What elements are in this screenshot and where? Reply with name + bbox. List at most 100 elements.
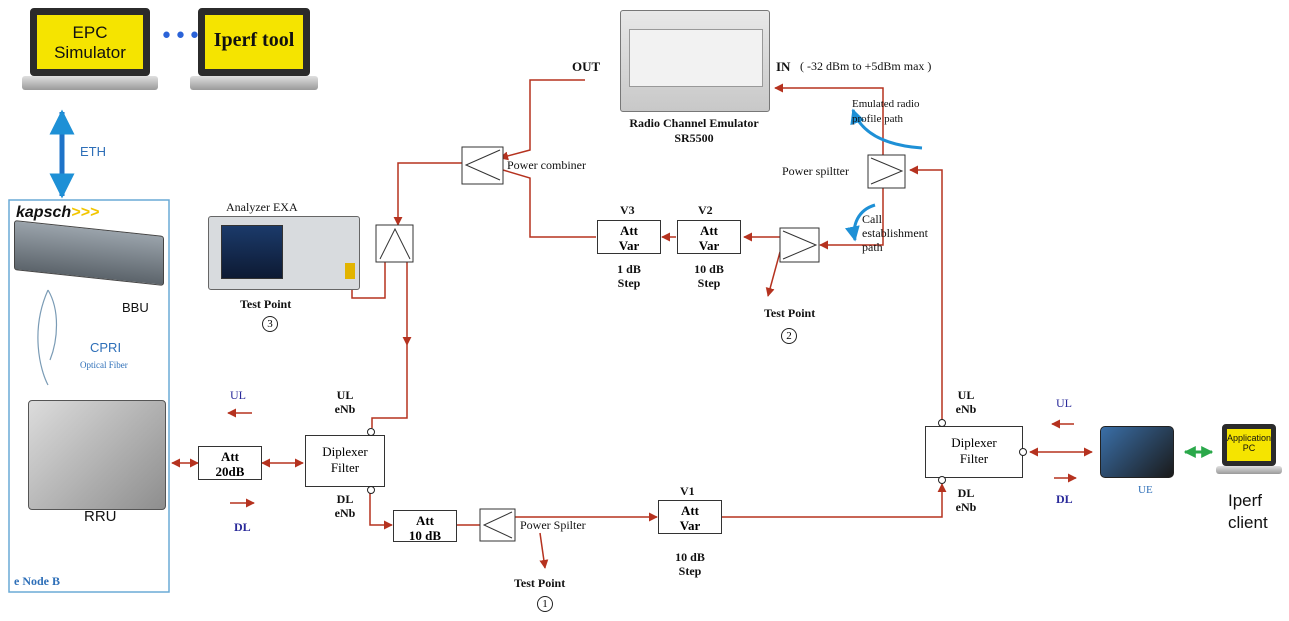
emulated-path-label: Emulated radio profile path [852, 97, 920, 127]
call-path-line2: establishment [862, 226, 928, 240]
v3-label: V3 [620, 203, 635, 217]
test-point-2-label: Test Point [764, 306, 816, 320]
epc-simulator-laptop: EPC Simulator [30, 8, 150, 76]
v2-line1: Att [699, 223, 719, 238]
diplexer-right-dl: DL [957, 486, 975, 500]
diplexer-right-ul-enb: eNb [955, 402, 977, 416]
call-path-line1: Call [862, 212, 882, 226]
emulator-out-label: OUT [572, 59, 601, 74]
v3-step2: Step [617, 276, 641, 290]
v2-line2: Var [698, 238, 720, 253]
diplexer-left-ul-label: UL eNb [328, 388, 362, 416]
diplexer-filter-left: Diplexer Filter [305, 435, 385, 487]
diplexer-right-dl-label: DL eNb [948, 486, 984, 514]
analyzer-port [345, 263, 355, 279]
laptop-keyboard [22, 76, 158, 90]
rru-device [28, 400, 166, 510]
analyzer-screen [221, 225, 283, 279]
power-combiner-label: Power combiner [507, 158, 586, 172]
v1-line2: Var [679, 518, 701, 533]
v1-label: V1 [680, 484, 695, 498]
diplexer-right-ul: UL [957, 388, 975, 402]
application-pc-laptop: Application PC [1222, 424, 1276, 466]
cpri-label: CPRI [90, 340, 122, 355]
diplexer-right-line1: Diplexer [951, 435, 997, 450]
power-splitter-top-label: Power spiltter [782, 164, 849, 178]
v1-variable-attenuator: Att Var [658, 500, 722, 534]
emulator-caption: Radio Channel Emulator SR5500 [600, 116, 788, 146]
call-establishment-path-label: Call establishment path [862, 212, 928, 254]
emulator-front-panel [629, 29, 763, 87]
iperf-client-line2: client [1228, 513, 1268, 532]
iperf-tool-label: Iperf tool [213, 29, 295, 51]
call-path-line3: path [862, 240, 883, 254]
laptop-keyboard [190, 76, 318, 90]
v3-step: 1 dB Step [608, 262, 650, 290]
diplexer-left-line1: Diplexer [322, 444, 368, 459]
kapsch-logo-arrows: >>> [71, 204, 100, 221]
ue-phones-image [1100, 426, 1174, 478]
diplexer-right-port-ue [1019, 448, 1027, 456]
v1-step2: Step [678, 564, 702, 578]
ul-label-right: UL [1056, 396, 1072, 410]
diplexer-left-dl-enb: eNb [334, 506, 356, 520]
diplexer-left-port-dl [367, 486, 375, 494]
app-pc-line1: Application [1227, 433, 1272, 443]
radio-channel-emulator-device [620, 10, 770, 112]
att20-line1: Att [220, 449, 240, 464]
diplexer-filter-right: Diplexer Filter [925, 426, 1023, 478]
v1-line1: Att [680, 503, 700, 518]
attenuator-20db: Att 20dB [198, 446, 262, 480]
kapsch-logo: kapsch>>> [16, 204, 99, 222]
v2-step1: 10 dB [694, 262, 724, 276]
v3-step1: 1 dB [617, 262, 641, 276]
emulator-model: SR5500 [674, 131, 714, 145]
emulator-in-label: IN [776, 59, 791, 74]
diplexer-right-line2: Filter [959, 451, 989, 466]
iperf-client-line1: Iperf [1228, 491, 1263, 510]
iperf-client-label: Iperf client [1228, 490, 1268, 534]
laptop-keyboard [1216, 466, 1282, 474]
epc-label-line1: EPC [72, 23, 108, 42]
dl-label-right: DL [1056, 492, 1073, 506]
v2-variable-attenuator: Att Var [677, 220, 741, 254]
attenuator-10db: Att 10 dB [393, 510, 457, 543]
rru-label: RRU [84, 508, 117, 525]
test-point-1-label: Test Point [514, 576, 566, 590]
iperf-tool-laptop: Iperf tool [198, 8, 310, 76]
emulated-path-line1: Emulated radio [852, 98, 920, 110]
enodeb-label: e Node B [14, 574, 60, 588]
test-point-3-label: Test Point [240, 297, 292, 311]
v1-step1: 10 dB [675, 550, 705, 564]
v2-step2: Step [697, 276, 721, 290]
epc-label-line2: Simulator [54, 43, 126, 62]
emulator-in-range: ( -32 dBm to +5dBm max ) [800, 59, 932, 73]
test-point-2-number: 2 [781, 328, 797, 344]
att10-line1: Att [415, 513, 435, 528]
v3-line1: Att [619, 223, 639, 238]
kapsch-logo-text: kapsch [16, 204, 72, 221]
test-point-3-number: 3 [262, 316, 278, 332]
v2-label: V2 [698, 203, 713, 217]
ellipsis-dots: ••• [160, 24, 202, 49]
emulated-path-line2: profile path [852, 113, 904, 125]
v2-step: 10 dB Step [686, 262, 732, 290]
bbu-label: BBU [122, 300, 149, 315]
diplexer-left-dl: DL [336, 492, 354, 506]
diplexer-right-ul-label: UL eNb [948, 388, 984, 416]
analyzer-label: Analyzer EXA [226, 200, 298, 214]
diplexer-left-port-ul [367, 428, 375, 436]
diplexer-right-port-ul [938, 419, 946, 427]
dl-label-left: DL [234, 520, 251, 534]
v3-variable-attenuator: Att Var [597, 220, 661, 254]
diplexer-left-dl-label: DL eNb [328, 492, 362, 520]
v1-step: 10 dB Step [668, 550, 712, 578]
diplexer-right-port-dl [938, 476, 946, 484]
att20-line2: 20dB [215, 464, 245, 479]
test-point-1-number: 1 [537, 596, 553, 612]
emulator-name: Radio Channel Emulator [629, 116, 759, 130]
eth-label: ETH [80, 144, 106, 159]
diplexer-left-line2: Filter [330, 460, 360, 475]
